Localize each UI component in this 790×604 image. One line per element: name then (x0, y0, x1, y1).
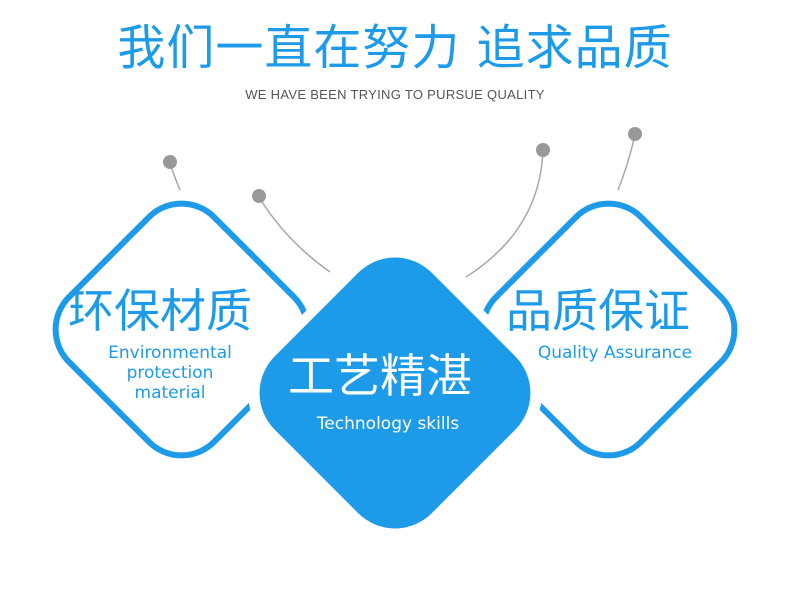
left-card-subtitle-line-3: material (134, 383, 206, 403)
left-card-subtitle: Environmental protection material (100, 343, 240, 403)
connector-line-right-1 (465, 149, 544, 278)
center-card-title: 工艺精湛 (288, 349, 472, 403)
page-subtitle: WE HAVE BEEN TRYING TO PURSUE QUALITY (245, 87, 545, 102)
connector-line-left-2 (258, 196, 331, 273)
connector-dot-left-1 (163, 155, 177, 169)
right-card-subtitle: Quality Assurance (537, 343, 693, 363)
left-card-subtitle-line-2: protection (126, 363, 214, 383)
connector-dot-right-2 (628, 127, 642, 141)
center-card-subtitle: Technology skills (316, 414, 460, 434)
right-card-title: 品质保证 (506, 284, 690, 338)
connector-line-right-2 (617, 134, 636, 191)
center-diamond (259, 257, 531, 529)
left-card-title: 环保材质 (68, 284, 252, 338)
left-card-subtitle-line-1: Environmental (108, 343, 232, 363)
page-title: 我们一直在努力 追求品质 (117, 20, 673, 76)
connector-dot-left-2 (252, 189, 266, 203)
connector-dot-right-1 (536, 143, 550, 157)
